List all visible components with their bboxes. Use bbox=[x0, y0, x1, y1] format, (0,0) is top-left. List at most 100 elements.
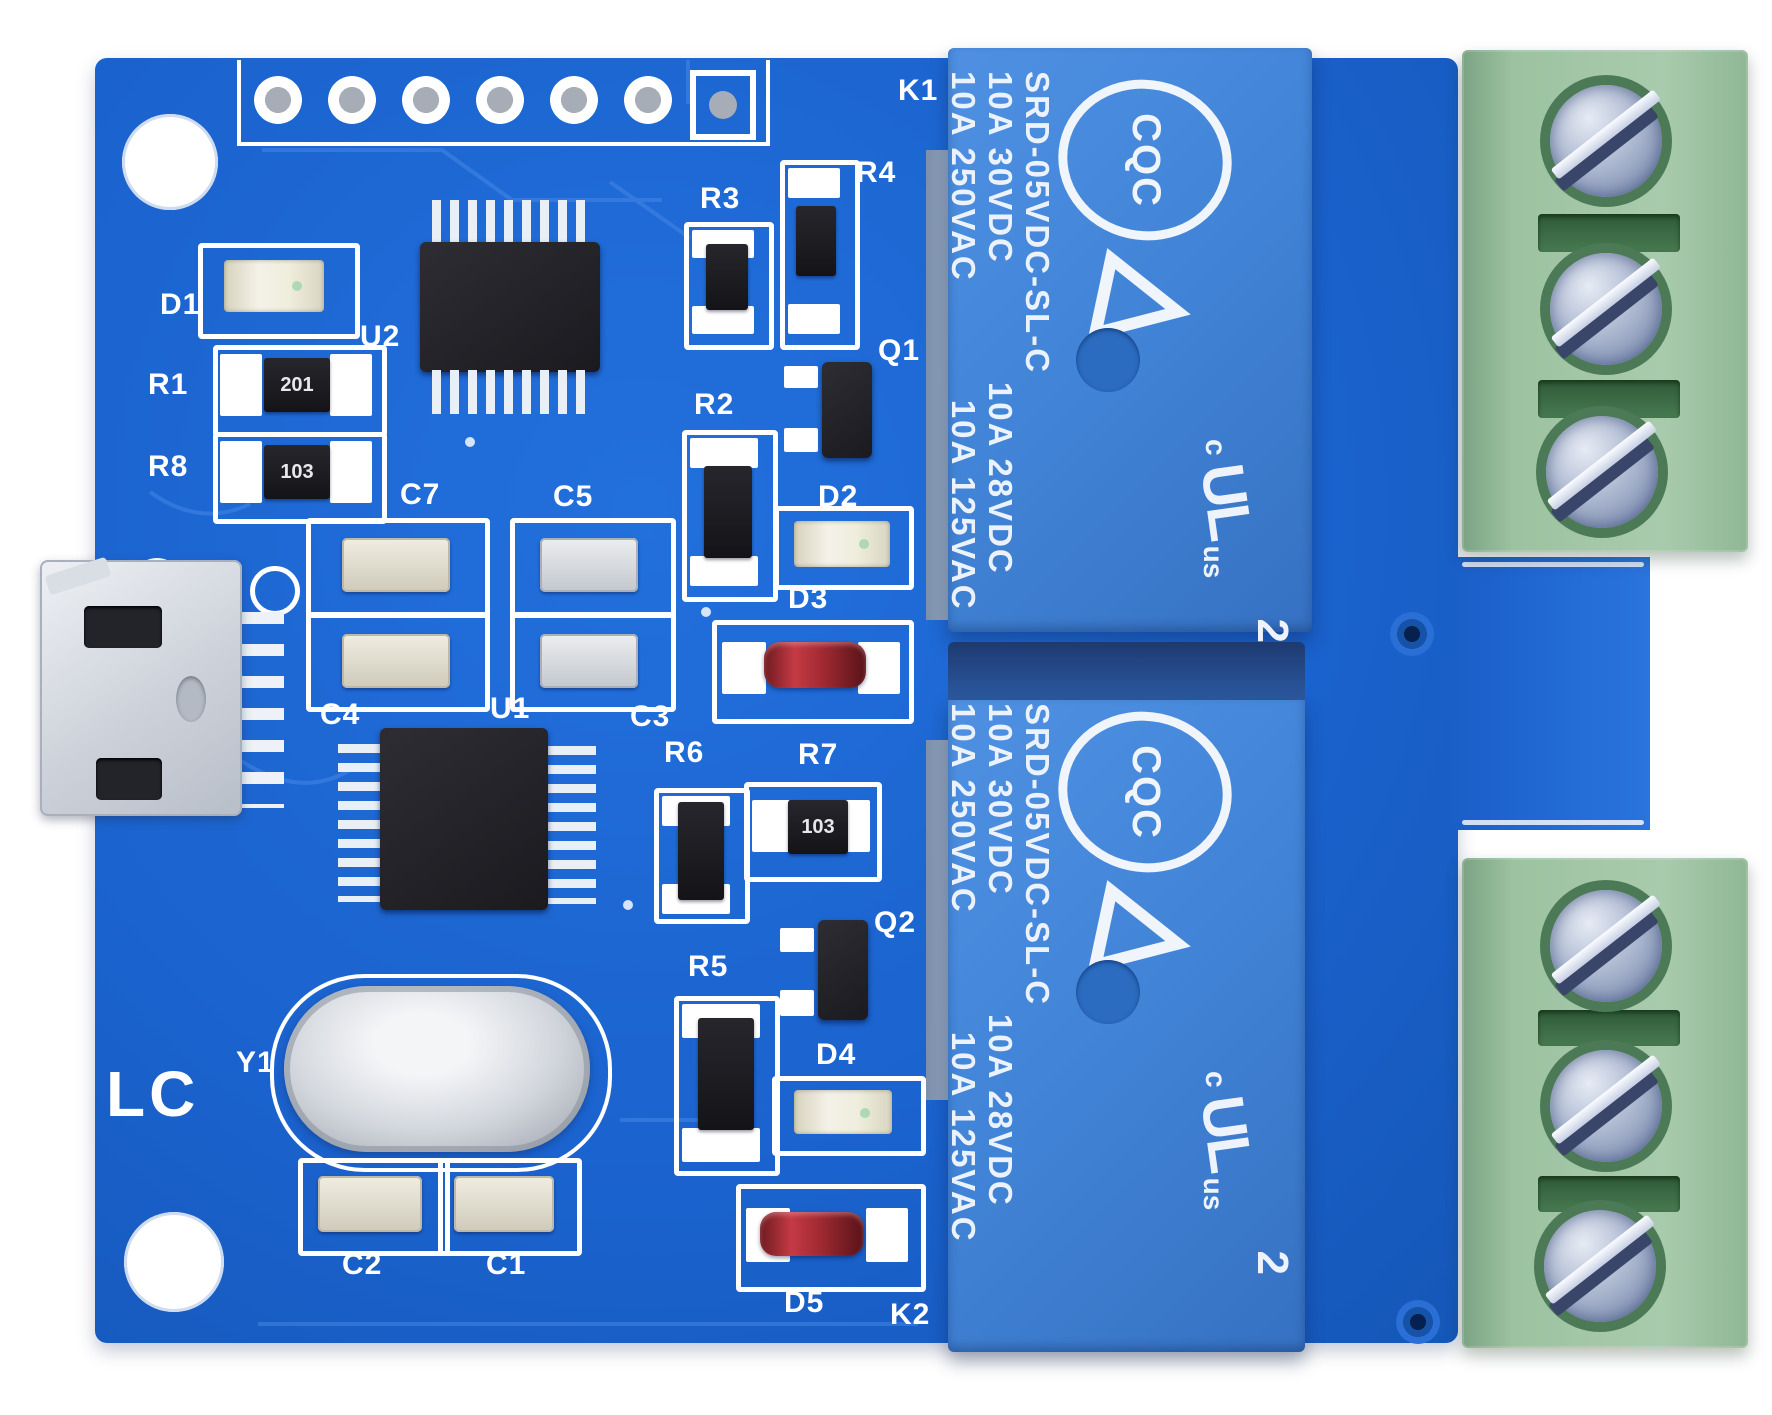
header-pin-pad-square bbox=[690, 70, 756, 140]
d5-diode bbox=[760, 1212, 864, 1256]
r7-pad bbox=[752, 800, 790, 852]
terminal-wire-slot bbox=[1538, 1010, 1680, 1046]
c2-capacitor bbox=[318, 1176, 422, 1232]
silkscreen-label-k2: K2 bbox=[890, 1298, 931, 1331]
d4-led bbox=[794, 1090, 892, 1134]
usb-slot bbox=[96, 758, 162, 800]
usb-shell-dimple bbox=[176, 676, 206, 722]
d4-outline bbox=[772, 1076, 926, 1156]
header-pin-pad bbox=[476, 76, 524, 124]
r1-resistor: 201 bbox=[264, 358, 330, 412]
silkscreen-label-c4: C4 bbox=[320, 698, 361, 731]
pcb-hole bbox=[1390, 612, 1434, 656]
silkscreen-label-r4: R4 bbox=[856, 156, 897, 189]
silkscreen-label-r1: R1 bbox=[148, 368, 189, 401]
silkscreen-label-r6: R6 bbox=[664, 736, 705, 769]
silkscreen-label-d4: D4 bbox=[816, 1038, 857, 1071]
relay-2-top-face bbox=[948, 642, 1305, 702]
r5-resistor bbox=[698, 1018, 754, 1130]
c7-capacitor bbox=[342, 538, 450, 592]
terminal-wire-slot bbox=[1538, 214, 1680, 252]
relay-dimple bbox=[1076, 960, 1140, 1024]
r8-pad bbox=[330, 441, 372, 503]
r7-resistor: 103 bbox=[788, 800, 848, 854]
u2-ic-chip bbox=[420, 242, 600, 372]
u2-pins-top bbox=[432, 200, 592, 244]
r4-pad bbox=[788, 304, 840, 334]
terminal-screw bbox=[1550, 890, 1662, 1002]
silkscreen-label-c2: C2 bbox=[342, 1248, 383, 1281]
header-pin-pad bbox=[550, 76, 598, 124]
header-silkscreen-outline bbox=[237, 60, 770, 146]
silkscreen-label-c5: C5 bbox=[553, 480, 594, 513]
u1-pins-right bbox=[546, 746, 596, 904]
d3-pad bbox=[722, 642, 766, 694]
relay-class-number: 2 bbox=[1248, 1250, 1297, 1275]
q1-transistor bbox=[822, 362, 872, 458]
silkscreen-label-k1: K1 bbox=[898, 74, 939, 107]
terminal-screw bbox=[1550, 85, 1662, 197]
silkscreen-label-q2: Q2 bbox=[874, 906, 917, 939]
r3-resistor bbox=[706, 244, 748, 310]
silkscreen-label-q1: Q1 bbox=[878, 334, 921, 367]
c4-capacitor bbox=[342, 634, 450, 688]
r1-pad bbox=[330, 354, 372, 416]
q1-pad bbox=[784, 366, 818, 388]
terminal-wire-slot bbox=[1538, 380, 1680, 418]
ul-glyph: UL bbox=[1188, 1091, 1265, 1174]
ul-glyph: UL bbox=[1188, 459, 1265, 542]
ul-us-letters: us bbox=[1198, 545, 1229, 579]
d2-led bbox=[794, 521, 890, 567]
pad-hole bbox=[709, 91, 737, 119]
c1-outline bbox=[438, 1158, 582, 1256]
header-pin-pad bbox=[328, 76, 376, 124]
r4-pad bbox=[788, 168, 840, 198]
silkscreen-label-c7: C7 bbox=[400, 478, 441, 511]
header-pin-pad bbox=[624, 76, 672, 124]
relay-class-number: 2 bbox=[1248, 618, 1297, 643]
r8-pad bbox=[220, 441, 262, 503]
header-pin-pad bbox=[254, 76, 302, 124]
silkscreen-label-d1: D1 bbox=[160, 288, 201, 321]
mounting-hole-top-left bbox=[122, 114, 218, 210]
r6-resistor bbox=[678, 802, 724, 900]
u1-pins-left bbox=[338, 744, 384, 902]
d1-outline bbox=[198, 243, 360, 339]
r2-pad bbox=[690, 438, 758, 468]
r1-pad bbox=[220, 354, 262, 416]
silkscreen-label-r7: R7 bbox=[798, 738, 839, 771]
terminal-screw bbox=[1544, 1210, 1656, 1322]
c3-outline bbox=[510, 612, 676, 712]
r7-outline bbox=[744, 782, 882, 882]
r4-outline bbox=[780, 160, 860, 350]
terminal-screw bbox=[1546, 416, 1658, 528]
r2-resistor bbox=[704, 466, 752, 558]
silkscreen-label-y1: Y1 bbox=[236, 1046, 275, 1079]
pcb-edge-tab bbox=[1450, 557, 1650, 830]
silkscreen-label-d3: D3 bbox=[788, 582, 829, 615]
pcb-hole bbox=[1396, 1300, 1440, 1344]
usb-slot bbox=[84, 606, 162, 648]
terminal-screw bbox=[1550, 1050, 1662, 1162]
pcb-edge-highlight bbox=[1462, 562, 1644, 567]
lc-brand-logo: LC bbox=[106, 1058, 200, 1130]
u2-pins-bottom bbox=[432, 370, 592, 414]
d3-outline bbox=[712, 620, 914, 724]
ul-us-letters: us bbox=[1198, 1177, 1229, 1211]
silkscreen-label-d5: D5 bbox=[784, 1286, 825, 1319]
q2-pad bbox=[780, 928, 814, 952]
r2-pad bbox=[690, 556, 758, 586]
r4-resistor bbox=[796, 206, 836, 276]
silkscreen-label-r5: R5 bbox=[688, 950, 729, 983]
q2-pad bbox=[780, 990, 814, 1016]
d3-diode bbox=[764, 642, 866, 688]
d1-led bbox=[224, 260, 324, 312]
q1-pad bbox=[784, 428, 818, 452]
relay-2 bbox=[948, 700, 1305, 1352]
silkscreen-label-c3: C3 bbox=[630, 700, 671, 733]
y1-crystal bbox=[284, 986, 590, 1152]
r3-pad bbox=[692, 306, 754, 334]
relay-1-side-face bbox=[926, 150, 948, 620]
u1-ic-chip bbox=[380, 728, 548, 910]
